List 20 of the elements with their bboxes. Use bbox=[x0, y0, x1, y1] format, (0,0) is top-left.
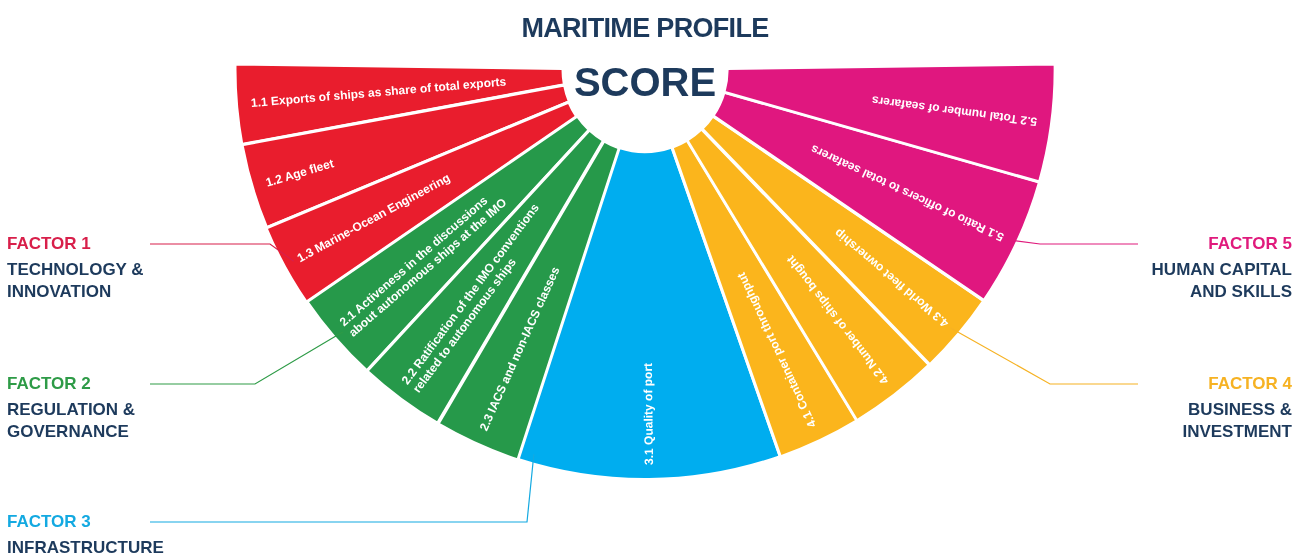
factor-name: BUSINESS & INVESTMENT bbox=[1181, 399, 1292, 443]
segment-label: 1.1 Exports of ships as share of total exports bbox=[250, 74, 508, 111]
leader-line bbox=[149, 243, 295, 262]
segment-label: 1.2 Age fleet bbox=[264, 155, 336, 190]
leader-line bbox=[149, 331, 344, 385]
factor-heading: FACTOR 3 bbox=[7, 511, 92, 533]
leader-line bbox=[149, 453, 535, 523]
factor-name: INFRASTRUCTURE bbox=[7, 537, 165, 559]
factor-name: HUMAN CAPITAL AND SKILLS bbox=[1150, 259, 1292, 303]
segment-label: 3.1 Quality of port bbox=[641, 362, 657, 466]
factor-name: TECHNOLOGY & INNOVATION bbox=[7, 259, 145, 303]
factor-heading: FACTOR 1 bbox=[7, 233, 92, 255]
segment-label: 5.2 Total number of seafarers bbox=[870, 93, 1038, 129]
factor-heading: FACTOR 4 bbox=[1207, 373, 1292, 395]
leader-line bbox=[950, 327, 1139, 385]
factor-heading: FACTOR 5 bbox=[1207, 233, 1292, 255]
factor-name: REGULATION & GOVERNANCE bbox=[7, 399, 137, 443]
factor-heading: FACTOR 2 bbox=[7, 373, 92, 395]
diagram-title: MARITIME PROFILE bbox=[520, 12, 770, 44]
center-score-label: SCORE bbox=[572, 59, 718, 106]
